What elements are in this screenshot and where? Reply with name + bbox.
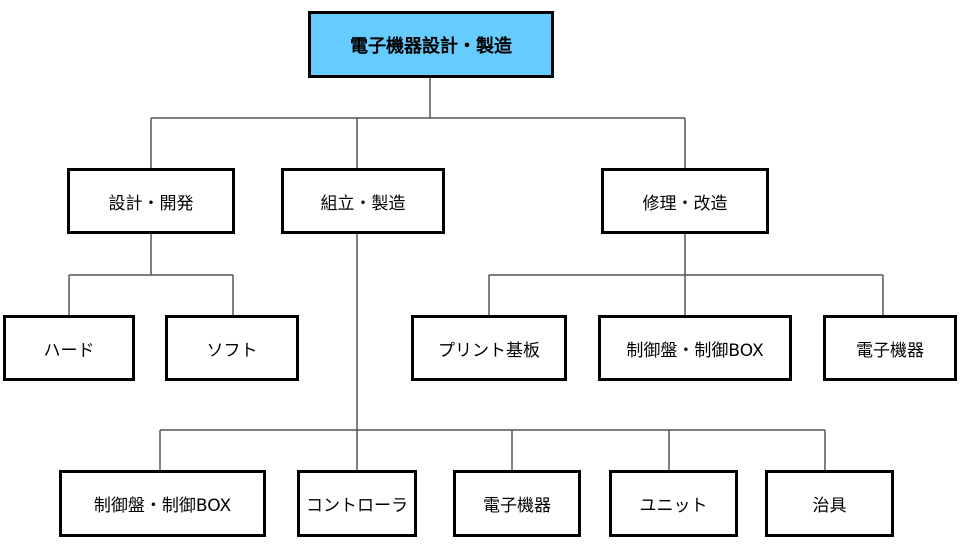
node-control-panel-box: 制御盤・制御BOX [59, 470, 266, 537]
node-software: ソフト [165, 315, 299, 381]
node-printed-circuit-board: プリント基板 [411, 315, 567, 381]
node-label: プリント基板 [438, 340, 540, 361]
node-label: 制御盤・制御BOX [626, 340, 764, 361]
node-label: 電子機器 [856, 340, 924, 361]
node-label: 修理・改造 [642, 193, 728, 214]
node-unit: ユニット [609, 470, 738, 537]
node-jig: 治具 [765, 470, 894, 537]
node-controller: コントローラ [297, 470, 417, 537]
node-hardware: ハード [3, 315, 135, 381]
node-label: 組立・製造 [320, 193, 406, 214]
node-label: 電子機器 [483, 496, 551, 516]
node-label: 設計・開発 [108, 193, 194, 214]
node-label: 治具 [812, 496, 847, 516]
node-design-development: 設計・開発 [67, 168, 235, 234]
node-electronic-equipment: 電子機器 [453, 470, 581, 537]
node-label: コントローラ [306, 496, 408, 516]
node-label: 制御盤・制御BOX [93, 496, 232, 516]
node-electronic-equipment: 電子機器 [823, 315, 957, 381]
node-label: ユニット [639, 496, 708, 516]
node-repair-modification: 修理・改造 [601, 168, 769, 234]
root-node-label: 電子機器設計・製造 [350, 35, 512, 57]
root-node: 電子機器設計・製造 [308, 11, 554, 78]
node-label: ハード [43, 340, 95, 361]
node-control-panel-box: 制御盤・制御BOX [598, 315, 792, 381]
node-label: ソフト [206, 340, 258, 361]
node-assembly-manufacturing: 組立・製造 [281, 168, 445, 234]
